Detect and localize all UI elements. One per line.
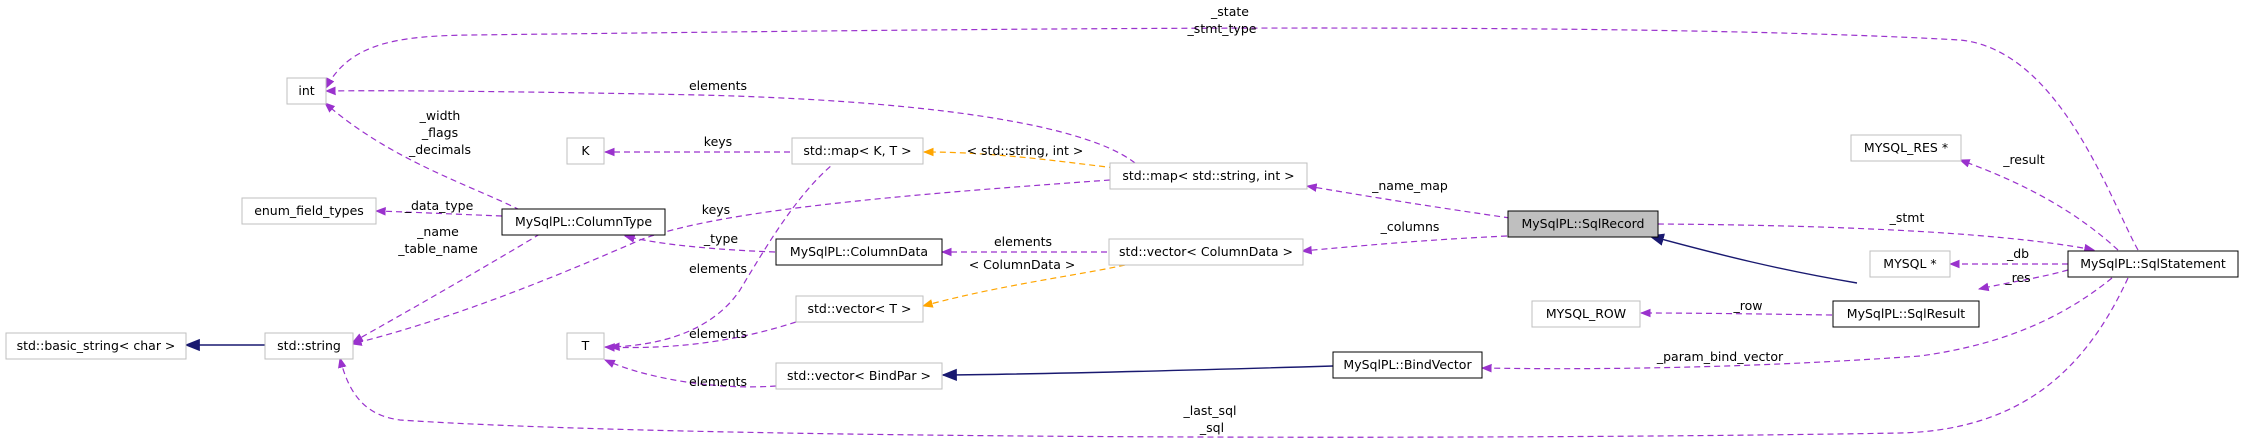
label-name-map: _name_map bbox=[1371, 178, 1448, 193]
node-sql-result-label: MySqlPL::SqlResult bbox=[1847, 306, 1966, 321]
edge-labels: _state _stmt_type elements _width _flags… bbox=[397, 4, 2045, 435]
label-name: _name bbox=[416, 224, 459, 239]
edge-name-table-name bbox=[352, 233, 541, 343]
label-stmt-type: _stmt_type bbox=[1187, 21, 1257, 36]
node-sql-result[interactable]: MySqlPL::SqlResult bbox=[1832, 300, 1980, 328]
node-string[interactable]: std::string bbox=[264, 332, 354, 360]
node-mysql-res[interactable]: MYSQL_RES * bbox=[1850, 134, 1962, 162]
edge-param-bind-vector bbox=[1480, 277, 2113, 373]
label-result: _result bbox=[2002, 152, 2045, 167]
edge-columns bbox=[1300, 235, 1508, 255]
label-stmt: _stmt bbox=[1889, 210, 1925, 225]
node-map-string-int-label: std::map< std::string, int > bbox=[1122, 168, 1294, 183]
edge-template-string-int bbox=[922, 147, 1116, 169]
label-sql: _sql bbox=[1199, 420, 1224, 435]
edge-state-stmt-type bbox=[325, 27, 2139, 251]
node-sql-record[interactable]: MySqlPL::SqlRecord bbox=[1507, 210, 1659, 238]
nodes: int K enum_field_types std::basic_string… bbox=[5, 77, 2239, 390]
edge-keys-string bbox=[350, 179, 1111, 346]
label-db: _db bbox=[2006, 246, 2029, 261]
label-table-name: _table_name bbox=[397, 241, 478, 256]
node-k[interactable]: K bbox=[566, 137, 605, 165]
node-vector-t-label: std::vector< T > bbox=[808, 301, 912, 316]
node-k-label: K bbox=[581, 143, 590, 158]
edge-name-map bbox=[1305, 183, 1511, 219]
node-bind-vector-label: MySqlPL::BindVector bbox=[1343, 357, 1472, 372]
node-mysql-row-label: MYSQL_ROW bbox=[1546, 306, 1626, 321]
node-map-kt-label: std::map< K, T > bbox=[803, 143, 911, 158]
edge-elements-t-map bbox=[608, 159, 839, 352]
edge-elements-bindpar bbox=[604, 359, 777, 388]
node-int-label: int bbox=[298, 83, 314, 98]
edge-width-flags-decimals bbox=[324, 102, 521, 211]
node-t-label: T bbox=[581, 338, 590, 353]
edges bbox=[184, 27, 2139, 438]
label-param-bind-vector: _param_bind_vector bbox=[1656, 349, 1784, 364]
node-vector-columndata-label: std::vector< ColumnData > bbox=[1119, 244, 1293, 259]
node-mysql-row[interactable]: MYSQL_ROW bbox=[1531, 300, 1641, 328]
label-keys-k: keys bbox=[704, 134, 732, 149]
edge-last-sql-sql bbox=[338, 277, 2129, 438]
edge-res bbox=[1977, 269, 2069, 292]
label-last-sql: _last_sql bbox=[1183, 403, 1237, 418]
label-data-type: _data_type bbox=[404, 198, 474, 213]
edge-inherit-sqlresult-sqlrecord bbox=[1648, 233, 1858, 284]
edge-template-columndata bbox=[921, 264, 1126, 308]
edge-stmt bbox=[1657, 223, 2096, 253]
node-sql-record-label: MySqlPL::SqlRecord bbox=[1522, 216, 1645, 231]
label-elements-t-vec: elements bbox=[689, 326, 747, 341]
edge-inherit-bindvector-vector bbox=[941, 365, 1334, 382]
label-res: _res bbox=[2004, 270, 2030, 285]
node-column-data-label: MySqlPL::ColumnData bbox=[790, 244, 928, 259]
node-int[interactable]: int bbox=[286, 77, 327, 105]
edge-elements-t-vec bbox=[603, 321, 797, 352]
label-keys-string: keys bbox=[702, 202, 730, 217]
label-elements-bindpar: elements bbox=[689, 374, 747, 389]
label-type: _type bbox=[703, 231, 738, 246]
node-mysql[interactable]: MYSQL * bbox=[1869, 250, 1951, 278]
label-elements-t-map: elements bbox=[689, 261, 747, 276]
node-column-type[interactable]: MySqlPL::ColumnType bbox=[501, 208, 666, 236]
label-columns: _columns bbox=[1380, 219, 1440, 234]
node-mysql-res-label: MYSQL_RES * bbox=[1864, 140, 1948, 155]
label-state: _state bbox=[1210, 4, 1249, 19]
node-map-string-int[interactable]: std::map< std::string, int > bbox=[1109, 162, 1308, 190]
label-string-int: < std::string, int > bbox=[967, 143, 1084, 158]
edge-elements-int bbox=[324, 86, 1136, 164]
node-vector-t[interactable]: std::vector< T > bbox=[795, 295, 924, 323]
node-column-data[interactable]: MySqlPL::ColumnData bbox=[775, 238, 943, 266]
node-vector-bindpar-label: std::vector< BindPar > bbox=[787, 368, 931, 383]
node-vector-bindpar[interactable]: std::vector< BindPar > bbox=[775, 362, 943, 390]
label-elements-int: elements bbox=[689, 78, 747, 93]
edge-row bbox=[1639, 308, 1833, 318]
edge-result bbox=[1958, 159, 2119, 251]
node-vector-columndata[interactable]: std::vector< ColumnData > bbox=[1108, 238, 1304, 266]
node-t[interactable]: T bbox=[566, 332, 605, 360]
node-sql-statement[interactable]: MySqlPL::SqlStatement bbox=[2067, 250, 2239, 278]
node-enum-field-types[interactable]: enum_field_types bbox=[241, 197, 377, 225]
label-columndata-param: < ColumnData > bbox=[969, 257, 1076, 272]
node-map-kt[interactable]: std::map< K, T > bbox=[791, 137, 924, 165]
label-flags: _flags bbox=[421, 125, 458, 140]
label-row: _row bbox=[1733, 298, 1763, 313]
node-bind-vector[interactable]: MySqlPL::BindVector bbox=[1332, 351, 1483, 379]
node-sql-statement-label: MySqlPL::SqlStatement bbox=[2080, 256, 2226, 271]
label-width: _width bbox=[419, 108, 461, 123]
edge-data-type bbox=[374, 206, 503, 217]
node-enum-field-types-label: enum_field_types bbox=[254, 203, 364, 218]
label-elements-cd: elements bbox=[994, 234, 1052, 249]
node-basic-string-label: std::basic_string< char > bbox=[17, 338, 176, 353]
node-string-label: std::string bbox=[277, 338, 341, 353]
edge-type bbox=[623, 234, 776, 253]
node-basic-string[interactable]: std::basic_string< char > bbox=[5, 332, 187, 360]
label-decimals: _decimals bbox=[408, 142, 471, 157]
node-mysql-label: MYSQL * bbox=[1883, 256, 1936, 271]
node-column-type-label: MySqlPL::ColumnType bbox=[515, 214, 652, 229]
